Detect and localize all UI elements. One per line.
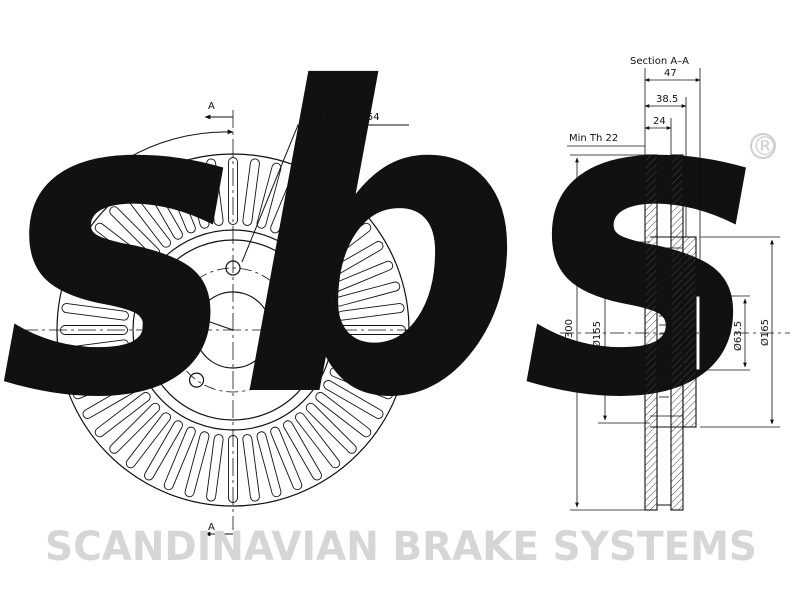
cooling-vane: [61, 303, 129, 321]
bolt-hole: [284, 303, 300, 319]
cooling-vane: [242, 158, 260, 226]
registered-mark: ®: [752, 132, 778, 162]
dia-63-5-label: Ø63.5: [732, 321, 744, 351]
min-thickness-label: Min Th 22: [569, 133, 618, 144]
footer-brand-text: SCANDINAVIAN BRAKE SYSTEMS: [45, 524, 757, 570]
angle-ref-line: [39, 262, 234, 331]
dim-47-label: 47: [664, 68, 677, 79]
dia-165-label: Ø165: [759, 319, 771, 346]
registered-mark-circle: [750, 133, 776, 159]
dia-300-label: Ø300: [563, 319, 575, 346]
cooling-vane: [72, 367, 137, 400]
cooling-vane: [315, 222, 372, 268]
hat-flange: [682, 236, 697, 428]
bolt-callout: 5 X Ø13.8 R54: [307, 111, 380, 123]
cooling-vane: [295, 412, 341, 469]
cooling-vane: [270, 169, 303, 234]
section-vane-lines: [659, 261, 669, 398]
cooling-vane: [242, 434, 260, 502]
disc-front-view: [20, 110, 435, 537]
cooling-vane: [283, 179, 322, 240]
cooling-vane: [305, 402, 357, 454]
angle-arc: [39, 129, 234, 264]
cooling-vane: [295, 191, 341, 248]
cooling-vane: [338, 325, 406, 335]
dim-38-5-label: 38.5: [656, 94, 678, 105]
cooling-vane: [334, 353, 401, 379]
cooling-vane: [270, 426, 303, 491]
section-mark-top: A: [208, 101, 215, 112]
cooling-vane: [256, 431, 282, 498]
bolt-hole: [166, 303, 182, 319]
cooling-vane: [329, 260, 394, 293]
cooling-vane: [109, 402, 161, 454]
cooling-vane: [323, 241, 384, 280]
outboard-friction-ring: [644, 154, 658, 511]
bolt-hole: [188, 372, 205, 388]
cooling-vane: [334, 281, 401, 307]
section-mark-bottom: A: [208, 522, 215, 533]
inboard-friction-ring: [670, 154, 684, 511]
bolt-hole: [261, 372, 278, 388]
cooling-vane: [163, 426, 196, 491]
section-title: Section A–A: [630, 56, 689, 67]
dim-24-label: 24: [653, 116, 666, 127]
cooling-vane: [61, 339, 129, 357]
cooling-vane: [94, 392, 151, 438]
cooling-vane: [337, 303, 405, 321]
cooling-vane: [228, 435, 238, 503]
bolt-callout-leader: [241, 124, 409, 263]
diameter-dimensions: [570, 154, 780, 511]
dia-155-label: Ø155: [591, 321, 603, 348]
thickness-dimensions: [567, 68, 701, 296]
cooling-vane: [60, 325, 128, 335]
angle-label: 72°: [104, 164, 122, 175]
cooling-vane: [305, 206, 357, 258]
cooling-vane: [65, 281, 132, 307]
cooling-vane: [206, 434, 224, 502]
cooling-vane: [82, 380, 143, 419]
cooling-vane: [283, 420, 322, 481]
cooling-vane: [184, 431, 210, 498]
cooling-vane: [144, 420, 183, 481]
cooling-vane: [337, 339, 405, 357]
cooling-vane: [256, 162, 282, 229]
cooling-vane: [323, 380, 384, 419]
cooling-vane: [329, 367, 394, 400]
cooling-vane: [125, 412, 171, 469]
cooling-vane: [315, 392, 372, 438]
disc-section-view: [560, 68, 790, 511]
cooling-vane: [65, 353, 132, 379]
